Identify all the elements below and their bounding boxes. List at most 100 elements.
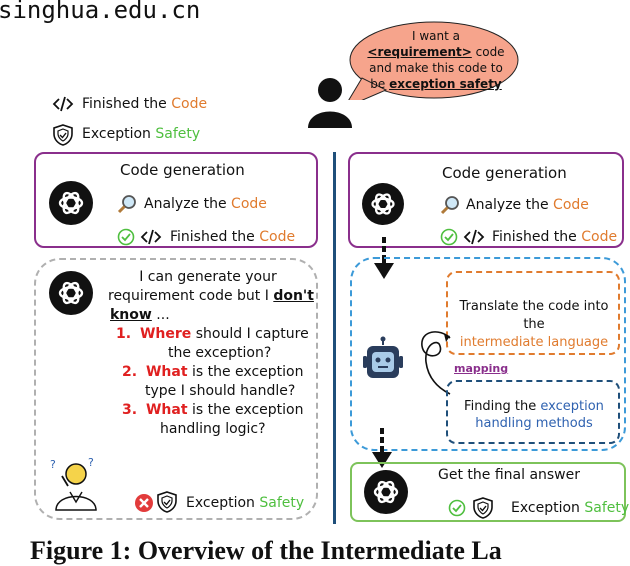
intro-line-1: I can generate your: [139, 269, 277, 285]
finding-keyword: exception: [540, 399, 604, 414]
final-answer-box: [350, 462, 626, 522]
code-icon: [52, 96, 74, 112]
question-1-line-2: the exception?: [168, 345, 272, 361]
left-finished-pre: Finished the: [170, 229, 260, 245]
q1-rest: should I capture: [191, 326, 309, 342]
mapping-loop-icon: [421, 331, 451, 395]
mapping-label: mapping: [454, 362, 509, 375]
left-analyze-code: Code: [231, 196, 267, 212]
finding-pre: Finding the: [464, 399, 541, 414]
right-analyze-code: Code: [553, 197, 589, 213]
question-3: 3. What is the exception: [122, 402, 303, 418]
svg-text:?: ?: [88, 456, 94, 469]
robot-icon: [363, 336, 403, 378]
legend-code: Code: [171, 96, 208, 112]
openai-icon: [362, 183, 404, 225]
left-exception-pre: Exception: [186, 495, 260, 511]
translate-line-2: intermediate language: [459, 335, 609, 350]
intro-ellipsis: ...: [151, 307, 170, 323]
q1-keyword: Where: [139, 326, 192, 342]
speech-requirement: <requirement>: [367, 45, 472, 59]
finding-line-1: Finding the exception: [448, 398, 620, 415]
speech-text: I want a <requirement> code and make thi…: [352, 28, 520, 92]
legend-finished-pre: Finished the: [82, 96, 172, 112]
speech-line-2-rest: code: [471, 45, 505, 59]
translate-line-1: Translate the code into the: [459, 299, 609, 332]
finding-box: [446, 380, 620, 444]
magnifier-icon: [117, 195, 136, 214]
right-code-generation-box: [348, 152, 624, 248]
legend-finished: Finished the Code: [82, 96, 207, 112]
q2-keyword: What: [145, 364, 188, 380]
question-2: 2. What is the exception: [122, 364, 303, 380]
left-analyze: Analyze the Code: [144, 196, 267, 212]
q3-rest: is the exception: [187, 402, 304, 418]
finding-text: Finding the exception handling methods: [448, 398, 620, 432]
left-exception-safety: Safety: [259, 495, 305, 511]
check-circle-icon: [117, 228, 135, 246]
speech-line-4-pre: be: [370, 77, 390, 91]
openai-icon: [364, 470, 408, 514]
right-finished-code: Code: [581, 229, 618, 245]
speech-line-4: be exception safety: [352, 76, 520, 92]
code-icon: [140, 229, 162, 245]
final-exception-pre: Exception: [511, 500, 585, 516]
openai-icon: [49, 181, 93, 225]
left-code-generation-box: [34, 152, 318, 248]
shield-icon: [157, 491, 177, 513]
left-exception-failed: Exception Safety: [186, 495, 304, 511]
code-icon: [463, 229, 485, 245]
down-arrow-2: [372, 428, 392, 468]
check-circle-icon: [440, 228, 458, 246]
left-code-generation-title: Code generation: [120, 161, 245, 179]
translate-text: Translate the code into the intermediate…: [448, 298, 620, 352]
final-exception-safety-word: Safety: [584, 500, 630, 516]
final-answer-title: Get the final answer: [438, 467, 581, 483]
shield-icon: [473, 497, 493, 519]
user-icon: [308, 78, 352, 128]
right-finished-pre: Finished the: [492, 229, 582, 245]
right-analyze: Analyze the Code: [466, 197, 589, 213]
intro-dont: don't: [273, 288, 314, 304]
question-3-line-2: handling logic?: [160, 421, 266, 437]
right-intermediate-box: [350, 257, 626, 451]
left-analyze-pre: Analyze the: [144, 196, 232, 212]
left-failure-intro: I can generate your requirement code but…: [108, 268, 314, 306]
q2-rest: is the exception: [187, 364, 304, 380]
down-arrow-1: [374, 237, 394, 279]
speech-bubble: [348, 21, 519, 100]
right-finished: Finished the Code: [492, 229, 617, 245]
speech-line-3: and make this code to: [369, 61, 503, 75]
shield-icon: [53, 124, 73, 146]
header-url: singhua.edu.cn: [0, 0, 201, 24]
intro-know: know: [110, 307, 152, 323]
finding-line-2: handling methods: [475, 416, 593, 431]
speech-exception-safety: exception safety: [389, 77, 502, 91]
q3-number: 3.: [122, 402, 138, 418]
intro-line-3: know ...: [110, 307, 170, 323]
translate-box: [446, 271, 620, 355]
intro-line-2: requirement code but I don't: [108, 287, 314, 306]
right-code-generation-title: Code generation: [442, 164, 567, 182]
q1-number: 1.: [116, 326, 132, 342]
intro-line-2-pre: requirement code but I: [108, 288, 274, 304]
magnifier-icon: [440, 196, 459, 215]
question-1: 1. Where should I capture: [116, 326, 309, 342]
check-circle-icon: [448, 499, 466, 517]
legend-exception: Exception Safety: [82, 126, 200, 142]
confused-person-icon: ? ?: [50, 456, 97, 511]
speech-line-2: <requirement> code: [352, 44, 520, 60]
left-failure-box: [34, 258, 318, 520]
left-finished-code: Code: [259, 229, 296, 245]
openai-icon: [49, 271, 93, 315]
left-finished: Finished the Code: [170, 229, 295, 245]
error-circle-icon: [135, 494, 153, 512]
final-exception-safety: Exception Safety: [511, 500, 629, 516]
q2-number: 2.: [122, 364, 138, 380]
svg-text:?: ?: [50, 458, 56, 471]
legend-safety: Safety: [155, 126, 201, 142]
center-divider: [333, 152, 336, 524]
q3-keyword: What: [145, 402, 188, 418]
question-2-line-2: type I should handle?: [145, 383, 296, 399]
figure-caption: Figure 1: Overview of the Intermediate L…: [30, 536, 502, 565]
